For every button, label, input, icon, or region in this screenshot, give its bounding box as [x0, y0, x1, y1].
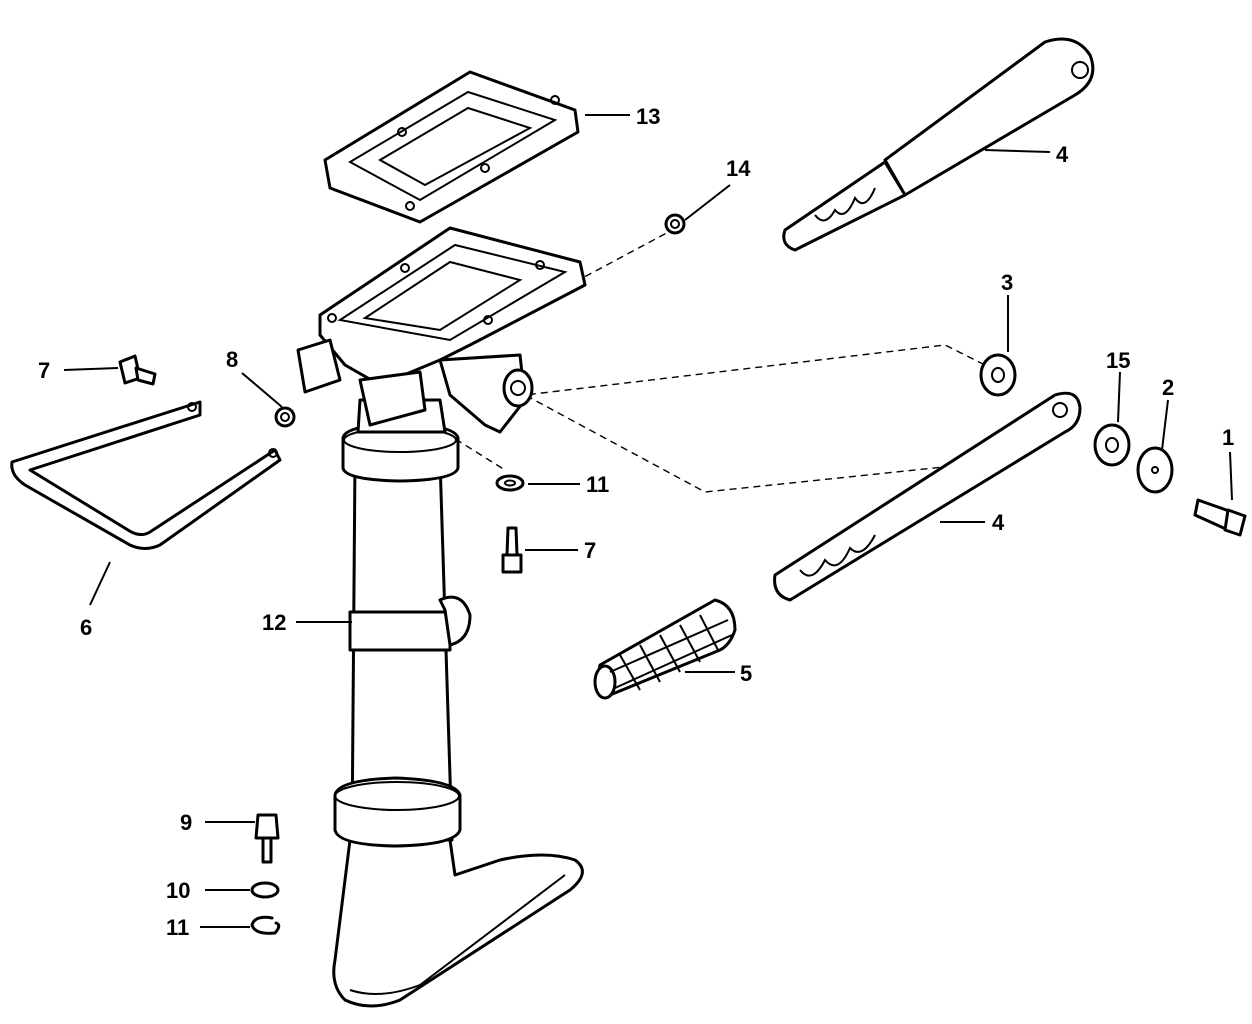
callout-1: 1 — [1222, 425, 1234, 450]
callout-4-lower: 4 — [992, 510, 1005, 535]
callout-14: 14 — [726, 156, 751, 181]
washer-2 — [1136, 446, 1174, 494]
callout-10: 10 — [166, 878, 190, 903]
nut-small — [664, 213, 686, 235]
screw-7-left — [118, 354, 157, 386]
bolt-1 — [1193, 498, 1247, 537]
handle-grip — [593, 598, 737, 700]
tiller-arm-upper — [782, 37, 1095, 252]
callout-7-left: 7 — [38, 358, 50, 383]
washer-15 — [1093, 423, 1131, 467]
callout-13: 13 — [636, 104, 660, 129]
callout-12: 12 — [262, 610, 286, 635]
washer-11-upper — [495, 474, 525, 492]
exhaust-housing — [332, 398, 584, 1008]
callout-6: 6 — [80, 615, 92, 640]
callout-8: 8 — [226, 347, 238, 372]
callout-7-center: 7 — [584, 538, 596, 563]
callout-4-upper: 4 — [1056, 142, 1069, 167]
washer-3 — [979, 353, 1017, 397]
callout-3: 3 — [1001, 270, 1013, 295]
callout-15: 15 — [1106, 348, 1130, 373]
callout-11-lower: 11 — [166, 915, 189, 940]
support-bracket — [10, 400, 282, 550]
nut-8 — [274, 406, 296, 428]
callout-2: 2 — [1162, 375, 1174, 400]
retaining-ring-11 — [250, 915, 281, 935]
callout-labels: 13 14 4 3 15 2 1 4 5 6 7 8 11 7 12 9 10 … — [38, 104, 1234, 940]
adapter-plate — [296, 226, 587, 434]
tiller-arm-lower — [773, 391, 1082, 602]
leader-lines — [63, 114, 1233, 928]
washer-10 — [250, 881, 280, 899]
callout-5: 5 — [740, 661, 752, 686]
callout-11-upper: 11 — [586, 472, 609, 497]
bolt-9 — [254, 813, 280, 864]
screw-7-center — [501, 526, 523, 574]
callout-9: 9 — [180, 810, 192, 835]
gasket — [323, 70, 580, 224]
